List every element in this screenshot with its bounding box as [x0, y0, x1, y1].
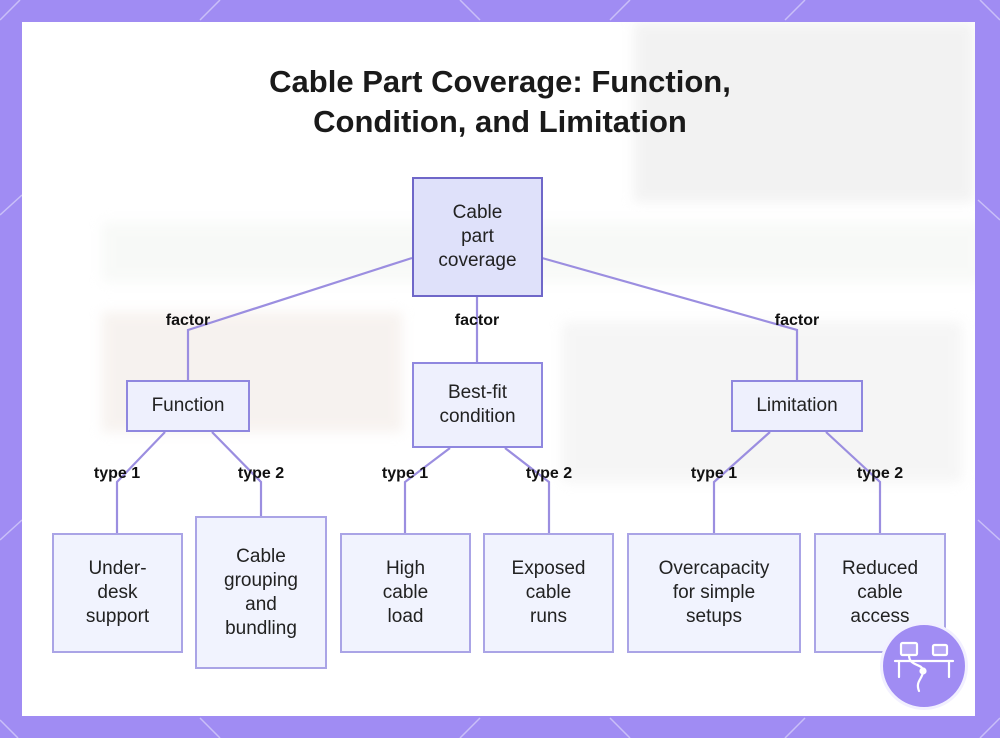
- node-line: setups: [686, 606, 742, 627]
- node-root: Cable part coverage: [412, 177, 543, 297]
- node-line: grouping: [224, 569, 298, 591]
- edge-label-type-2: type 2: [525, 465, 573, 482]
- edge-label-type-1: type 1: [381, 465, 429, 482]
- edge-limitation-leaf1: [712, 431, 771, 533]
- node-line: runs: [530, 606, 567, 627]
- node-line: desk: [97, 582, 138, 603]
- node-under-desk-support: Under- desk support: [52, 533, 183, 653]
- edge-root-limitation: [541, 256, 799, 380]
- node-line: part: [461, 226, 494, 247]
- node-function: Function: [126, 380, 250, 432]
- node-cable-grouping: Cable grouping and bundling: [195, 516, 327, 669]
- node-reduced-cable-access: Reduced cable access: [814, 533, 946, 653]
- node-line: Overcapacity: [658, 558, 770, 579]
- node-line: Function: [151, 395, 225, 416]
- node-best-fit-condition: Best-fit condition: [412, 362, 543, 448]
- node-limitation: Limitation: [731, 380, 863, 432]
- edge-label-type-1: type 1: [690, 465, 738, 482]
- node-high-cable-load: High cable load: [340, 533, 471, 653]
- edge-label-factor: factor: [165, 312, 211, 329]
- node-line: coverage: [438, 250, 517, 271]
- node-line: Reduced: [841, 558, 919, 579]
- node-line: Limitation: [756, 395, 838, 416]
- node-line: cable: [525, 582, 572, 603]
- edge-function-leaf1: [115, 431, 166, 533]
- title-line: Condition, and Limitation: [313, 104, 687, 139]
- edge-label-type-2: type 2: [237, 465, 285, 482]
- node-line: Cable: [236, 545, 286, 567]
- node-line: load: [387, 606, 424, 627]
- desk-cable-icon-graphic: [893, 641, 955, 693]
- node-line: bundling: [225, 617, 297, 639]
- node-line: Under-: [88, 558, 147, 579]
- edge-condition-leaf1: [403, 447, 451, 533]
- node-line: support: [85, 606, 150, 627]
- node-line: condition: [439, 406, 516, 427]
- edge-label-factor: factor: [774, 312, 820, 329]
- desk-cable-icon: [880, 622, 968, 710]
- node-line: access: [850, 606, 910, 627]
- edge-label-type-2: type 2: [856, 465, 904, 482]
- node-line: High: [385, 558, 426, 579]
- node-line: Best-fit: [447, 382, 508, 403]
- background-photo: [634, 22, 974, 202]
- edge-label-type-1: type 1: [93, 465, 141, 482]
- edge-root-function: [186, 256, 413, 380]
- node-line: cable: [382, 582, 429, 603]
- diagram-title: Cable Part Coverage: Function, Condition…: [0, 62, 1000, 142]
- edge-function-leaf2: [211, 431, 263, 516]
- node-line: Cable: [452, 202, 503, 223]
- node-line: for simple: [672, 582, 756, 603]
- edge-label-factor: factor: [454, 312, 500, 329]
- edge-limitation-leaf2: [825, 431, 882, 533]
- node-exposed-cable-runs: Exposed cable runs: [483, 533, 614, 653]
- node-line: and: [245, 593, 277, 615]
- title-line: Cable Part Coverage: Function,: [269, 64, 731, 99]
- node-overcapacity: Overcapacity for simple setups: [627, 533, 801, 653]
- edge-condition-leaf2: [504, 447, 551, 533]
- node-line: cable: [857, 582, 903, 603]
- node-line: Exposed: [511, 558, 586, 579]
